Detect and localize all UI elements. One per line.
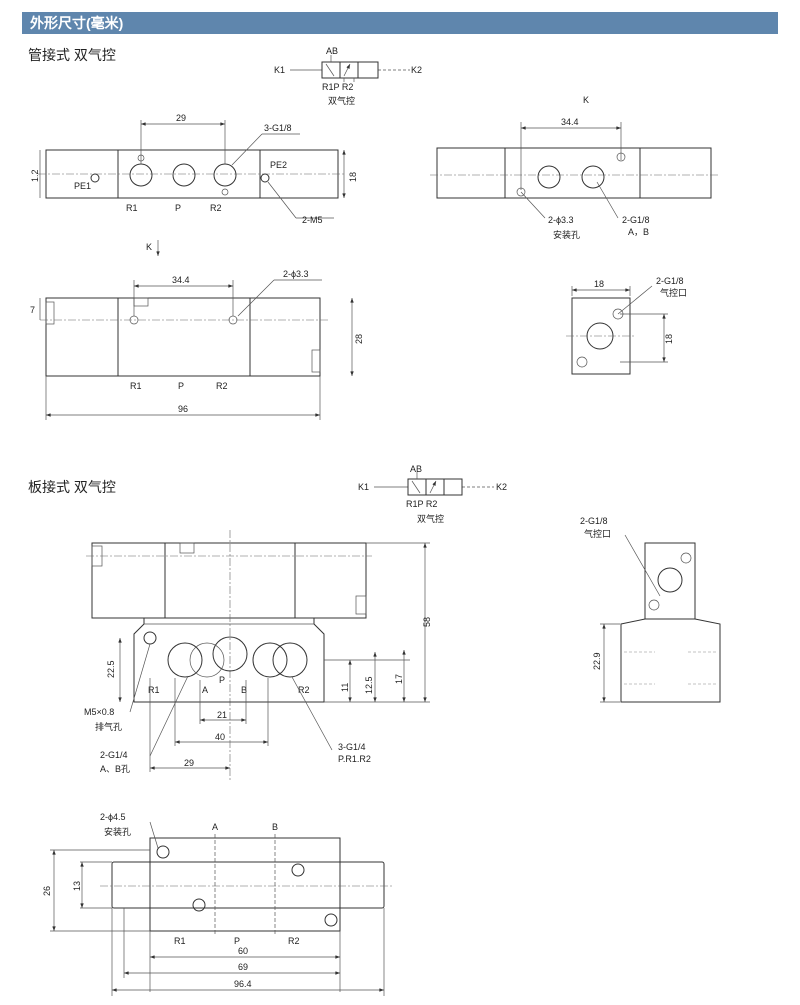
plate-dim-11: 11 — [340, 683, 350, 692]
pipe-valve-symbol: AB K1 K2 R1P R2 双气控 — [274, 46, 422, 106]
pipe-side-dim-96: 96 — [178, 404, 188, 414]
plate-end-g18: 2-G1/8 — [580, 516, 608, 526]
plate-bottom-install: 安装孔 — [104, 826, 131, 837]
plate-pr1r2: P.R1.R2 — [338, 754, 371, 764]
plate-dim-29: 29 — [184, 758, 194, 768]
plate-bottom-dim-69: 69 — [238, 962, 248, 972]
plate-symbol-ab: AB — [410, 464, 422, 474]
pipe-k-view: 34.4 2-ϕ3.3 安装孔 2-G1/8 A，B — [430, 117, 720, 240]
plate-front-r2: R2 — [298, 685, 310, 695]
plate-end-view: 2-G1/8 气控口 22.9 — [580, 516, 721, 703]
pipe-side-dim-34-4: 34.4 — [172, 275, 190, 285]
pipe-pe2: PE2 — [270, 160, 287, 170]
pipe-dim-1-2: 1.2 — [30, 169, 40, 182]
plate-bottom-r1: R1 — [174, 936, 186, 946]
plate-bottom-r2: R2 — [288, 936, 300, 946]
plate-bottom-a: A — [212, 822, 218, 832]
plate-bottom-p: P — [234, 936, 240, 946]
plate-bottom-b: B — [272, 822, 278, 832]
plate-g14-2: 2-G1/4 — [100, 750, 128, 760]
pipe-front-r2: R2 — [210, 203, 222, 213]
plate-exhaust: 排气孔 — [95, 721, 122, 732]
plate-dim-12-5: 12.5 — [364, 676, 374, 694]
plate-end-dim-22-9: 22.9 — [592, 652, 602, 670]
plate-symbol-k2: K2 — [496, 482, 507, 492]
pipe-end-view: 18 2-G1/8 气控口 18 — [566, 276, 687, 375]
pipe-section-title: 管接式 双气控 — [28, 47, 116, 63]
plate-front-r1: R1 — [148, 685, 160, 695]
header-title: 外形尺寸(毫米) — [30, 15, 124, 31]
plate-m5: M5×0.8 — [84, 707, 114, 717]
plate-bottom-dim-60: 60 — [238, 946, 248, 956]
pipe-side-p: P — [178, 381, 184, 391]
pipe-end-g18: 2-G1/8 — [656, 276, 684, 286]
pipe-k-hole-33: 2-ϕ3.3 — [548, 215, 574, 225]
pipe-front-p: P — [175, 203, 181, 213]
plate-symbol-k1: K1 — [358, 482, 369, 492]
plate-front-a: A — [202, 685, 208, 695]
pipe-side-dim-7: 7 — [30, 305, 35, 315]
pipe-k-dim-34-4: 34.4 — [561, 117, 579, 127]
plate-dim-58: 58 — [422, 617, 432, 627]
pipe-port-3g18: 3-G1/8 — [264, 123, 292, 133]
pipe-side-r2: R2 — [216, 381, 228, 391]
header-bar: 外形尺寸(毫米) — [22, 12, 778, 34]
plate-valve-symbol: AB K1 K2 R1P R2 双气控 — [358, 464, 507, 524]
pipe-k-ab: A，B — [628, 227, 649, 237]
plate-bottom-dim-26: 26 — [42, 886, 52, 896]
plate-bottom-hole-45: 2-ϕ4.5 — [100, 812, 126, 822]
pipe-section: 管接式 双气控 AB K1 K2 R1P R2 双气控 — [28, 46, 720, 420]
pipe-end-dim-18h: 18 — [664, 334, 674, 344]
plate-g14-3: 3-G1/4 — [338, 742, 366, 752]
plate-bottom-dim-13: 13 — [72, 881, 82, 891]
plate-front-view: 58 22.5 11 12.5 17 R1 A P B R2 M5×0.8 排气… — [84, 530, 432, 780]
pipe-side-r1: R1 — [130, 381, 142, 391]
plate-bottom-view: A B 2-ϕ4.5 安装孔 26 13 R1 P R2 60 69 — [42, 812, 394, 996]
pipe-k-label-side: K — [146, 242, 152, 252]
plate-dim-40: 40 — [215, 732, 225, 742]
pipe-symbol-ports: R1P R2 — [322, 82, 353, 92]
plate-section-title: 板接式 双气控 — [28, 479, 116, 495]
pipe-end-pilot: 气控口 — [660, 287, 687, 298]
pipe-dim-29: 29 — [176, 113, 186, 123]
pipe-k-g18: 2-G1/8 — [622, 215, 650, 225]
pipe-symbol-k2: K2 — [411, 65, 422, 75]
plate-dim-17: 17 — [394, 674, 404, 684]
pipe-symbol-k1: K1 — [274, 65, 285, 75]
plate-symbol-caption: 双气控 — [417, 513, 444, 524]
plate-front-p: P — [219, 675, 225, 685]
pipe-dim-18: 18 — [348, 172, 358, 182]
pipe-pe1: PE1 — [74, 181, 91, 191]
plate-ab-hole: A、B孔 — [100, 764, 130, 774]
plate-dim-21: 21 — [217, 710, 227, 720]
pipe-symbol-caption: 双气控 — [328, 95, 355, 106]
plate-front-b: B — [241, 685, 247, 695]
pipe-front-view: 29 3-G1/8 1.2 18 PE1 PE2 R1 P R2 2-M5 — [30, 113, 358, 225]
pipe-side-dim-28: 28 — [354, 334, 364, 344]
pipe-side-hole-33: 2-ϕ3.3 — [283, 269, 309, 279]
pipe-k-label-top: K — [583, 95, 589, 105]
plate-end-pilot: 气控口 — [584, 528, 611, 539]
plate-symbol-ports: R1P R2 — [406, 499, 437, 509]
pipe-front-r1: R1 — [126, 203, 138, 213]
pipe-end-dim-18w: 18 — [594, 279, 604, 289]
plate-bottom-dim-96-4: 96.4 — [234, 979, 252, 989]
pipe-k-install: 安装孔 — [553, 229, 580, 240]
pipe-m5: 2-M5 — [302, 215, 323, 225]
pipe-symbol-ab: AB — [326, 46, 338, 56]
plate-dim-22-5: 22.5 — [106, 660, 116, 678]
plate-section: 板接式 双气控 AB K1 K2 R1P R2 双气控 — [28, 464, 721, 996]
pipe-side-view: 34.4 2-ϕ3.3 7 28 R1 P R2 96 — [30, 269, 364, 420]
